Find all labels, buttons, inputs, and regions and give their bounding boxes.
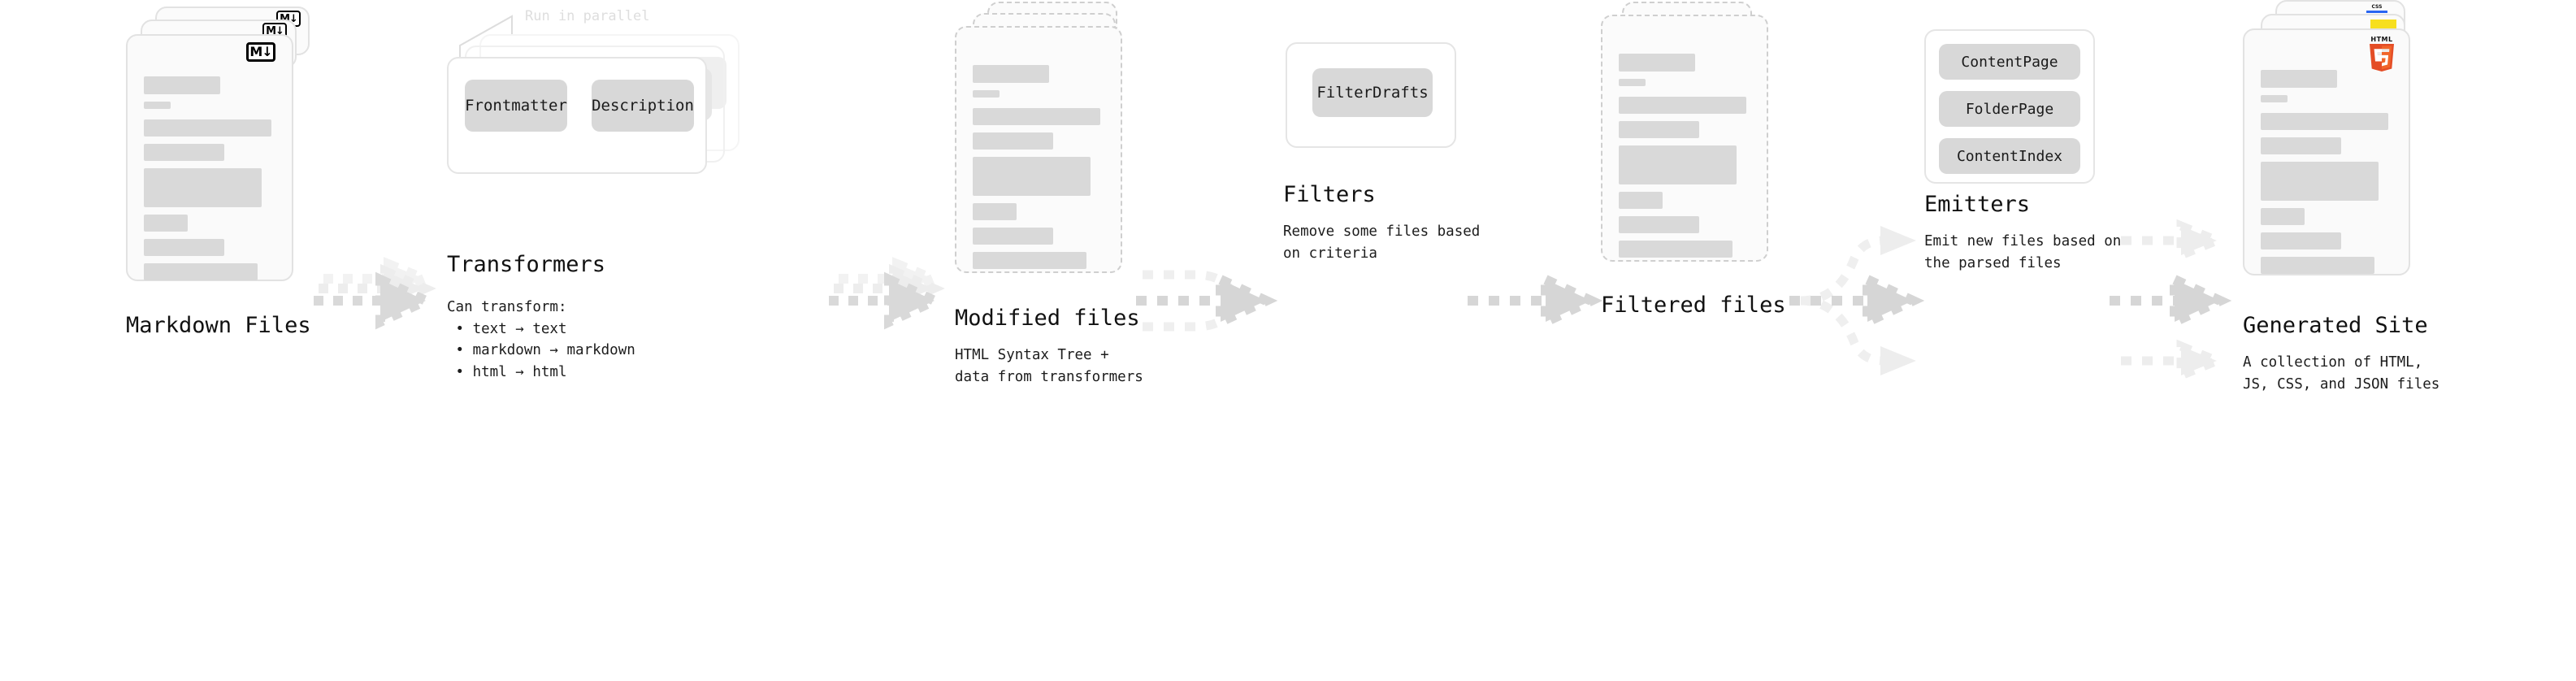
placeholder-line — [1619, 54, 1696, 72]
placeholder-line — [144, 168, 262, 207]
placeholder-line — [973, 252, 1087, 269]
placeholder-line — [973, 108, 1100, 125]
generated-placeholder-lines — [2261, 70, 2395, 281]
stage-subtext-filters: Remove some files based on criteria — [1283, 223, 1481, 262]
placeholder-line — [2261, 162, 2379, 201]
connector-emitters-to-site — [2110, 219, 2232, 383]
filtered-placeholder-lines — [1619, 54, 1753, 265]
stage-subtext-generated-site: A collection of HTML, JS, CSS, and JSON … — [2243, 354, 2440, 393]
stage-markdown-files: M↓ M↓ M↓ Markdown Files — [126, 0, 313, 338]
stage-generated-site: CSS HTML — [2243, 0, 2446, 393]
emitter-chip-contentindex[interactable]: ContentIndex — [1939, 138, 2080, 174]
transformer-chip-label: Frontmatter — [465, 97, 567, 115]
markdown-badge-letter-front: M — [249, 44, 262, 59]
placeholder-line — [2261, 113, 2388, 130]
stage-filtered-files: Filtered files — [1601, 0, 1788, 318]
placeholder-line — [2261, 137, 2341, 154]
placeholder-line — [973, 203, 1017, 220]
transformer-chip-label: Description — [592, 97, 694, 115]
placeholder-line — [144, 102, 171, 109]
placeholder-line — [973, 157, 1091, 196]
filter-chip-filterdrafts[interactable]: FilterDrafts — [1312, 68, 1433, 117]
stage-filters: FilterDrafts Filters Remove some files b… — [1272, 0, 1480, 262]
placeholder-line — [973, 90, 1000, 98]
connector-modified-to-filters — [1136, 270, 1278, 332]
transformers-box-stack: Run in parallel — [447, 0, 829, 244]
placeholder-line — [144, 215, 189, 232]
stage-subtext-transformers: Can transform: • text → text • markdown … — [447, 299, 635, 380]
html5-icon-label: HTML — [2370, 36, 2393, 43]
css-icon: CSS — [2365, 5, 2389, 16]
emitter-chip-contentpage[interactable]: ContentPage — [1939, 44, 2080, 80]
modified-card-stack — [955, 0, 1142, 284]
placeholder-line — [1619, 79, 1646, 86]
emitters-box-stack: ContentPage FolderPage ContentIndex — [1918, 0, 2113, 244]
placeholder-line — [973, 132, 1053, 150]
transformer-chip-frontmatter[interactable]: Frontmatter — [465, 80, 567, 132]
filters-box-stack: FilterDrafts — [1272, 0, 1467, 244]
placeholder-line — [1619, 241, 1733, 258]
stage-subtext-emitters: Emit new files based on the parsed files — [1924, 233, 2122, 271]
css-icon-bar — [2366, 11, 2387, 13]
filter-chip-label: FilterDrafts — [1316, 84, 1429, 102]
transformer-chip-description[interactable]: Description — [592, 80, 694, 132]
placeholder-line — [973, 65, 1050, 83]
stage-subtext-modified-files: HTML Syntax Tree + data from transformer… — [955, 347, 1143, 385]
emitter-chip-label: FolderPage — [1965, 100, 2054, 118]
placeholder-line — [2261, 70, 2338, 88]
stage-emitters: ContentPage FolderPage ContentIndex Emit… — [1918, 0, 2121, 271]
emitter-chip-label: ContentIndex — [1956, 147, 2063, 165]
placeholder-line — [2261, 257, 2375, 274]
run-in-parallel-label: Run in parallel — [525, 8, 650, 24]
connector-transformers-to-modified — [829, 257, 947, 330]
connector-filtered-to-emitters — [1789, 226, 1925, 375]
placeholder-line — [144, 263, 258, 280]
markdown-placeholder-lines — [144, 76, 278, 288]
html5-shield-icon — [2369, 44, 2395, 72]
stage-heading-filters: Filters — [1283, 182, 1376, 207]
markdown-badge-letter-mid: M — [266, 24, 276, 37]
placeholder-line — [1619, 216, 1699, 233]
placeholder-line — [2261, 95, 2288, 102]
placeholder-line — [144, 144, 224, 161]
stage-heading-markdown-files: Markdown Files — [126, 313, 311, 338]
markdown-card-stack: M↓ M↓ M↓ — [126, 0, 313, 284]
placeholder-line — [144, 239, 224, 256]
connector-filters-to-filtered — [1468, 271, 1603, 330]
placeholder-line — [1619, 121, 1699, 138]
placeholder-line — [973, 228, 1053, 245]
stage-heading-transformers: Transformers — [447, 252, 606, 277]
css-icon-label: CSS — [2371, 4, 2383, 10]
connector-md-to-transformers — [314, 257, 438, 330]
placeholder-line — [2261, 232, 2341, 249]
placeholder-line — [2261, 208, 2305, 225]
stage-transformers: Run in parallel — [447, 0, 829, 380]
emitter-chip-label: ContentPage — [1961, 53, 2058, 71]
stage-heading-generated-site: Generated Site — [2243, 313, 2428, 338]
stage-modified-files: Modified files HTML Syntax Tree + data f… — [955, 0, 1143, 385]
generated-card-stack: CSS HTML — [2243, 0, 2446, 293]
placeholder-line — [144, 76, 221, 94]
stage-heading-filtered-files: Filtered files — [1601, 293, 1786, 318]
stage-heading-modified-files: Modified files — [955, 306, 1140, 331]
filtered-card-stack — [1601, 0, 1788, 284]
markdown-badge-front: M↓ — [246, 42, 275, 62]
modified-placeholder-lines — [973, 65, 1107, 276]
placeholder-line — [1619, 192, 1663, 209]
emitter-chip-folderpage[interactable]: FolderPage — [1939, 91, 2080, 127]
stage-heading-emitters: Emitters — [1924, 192, 2031, 217]
placeholder-line — [1619, 145, 1737, 184]
placeholder-line — [144, 119, 271, 137]
html5-icon: HTML — [2366, 37, 2397, 72]
placeholder-line — [1619, 97, 1746, 114]
